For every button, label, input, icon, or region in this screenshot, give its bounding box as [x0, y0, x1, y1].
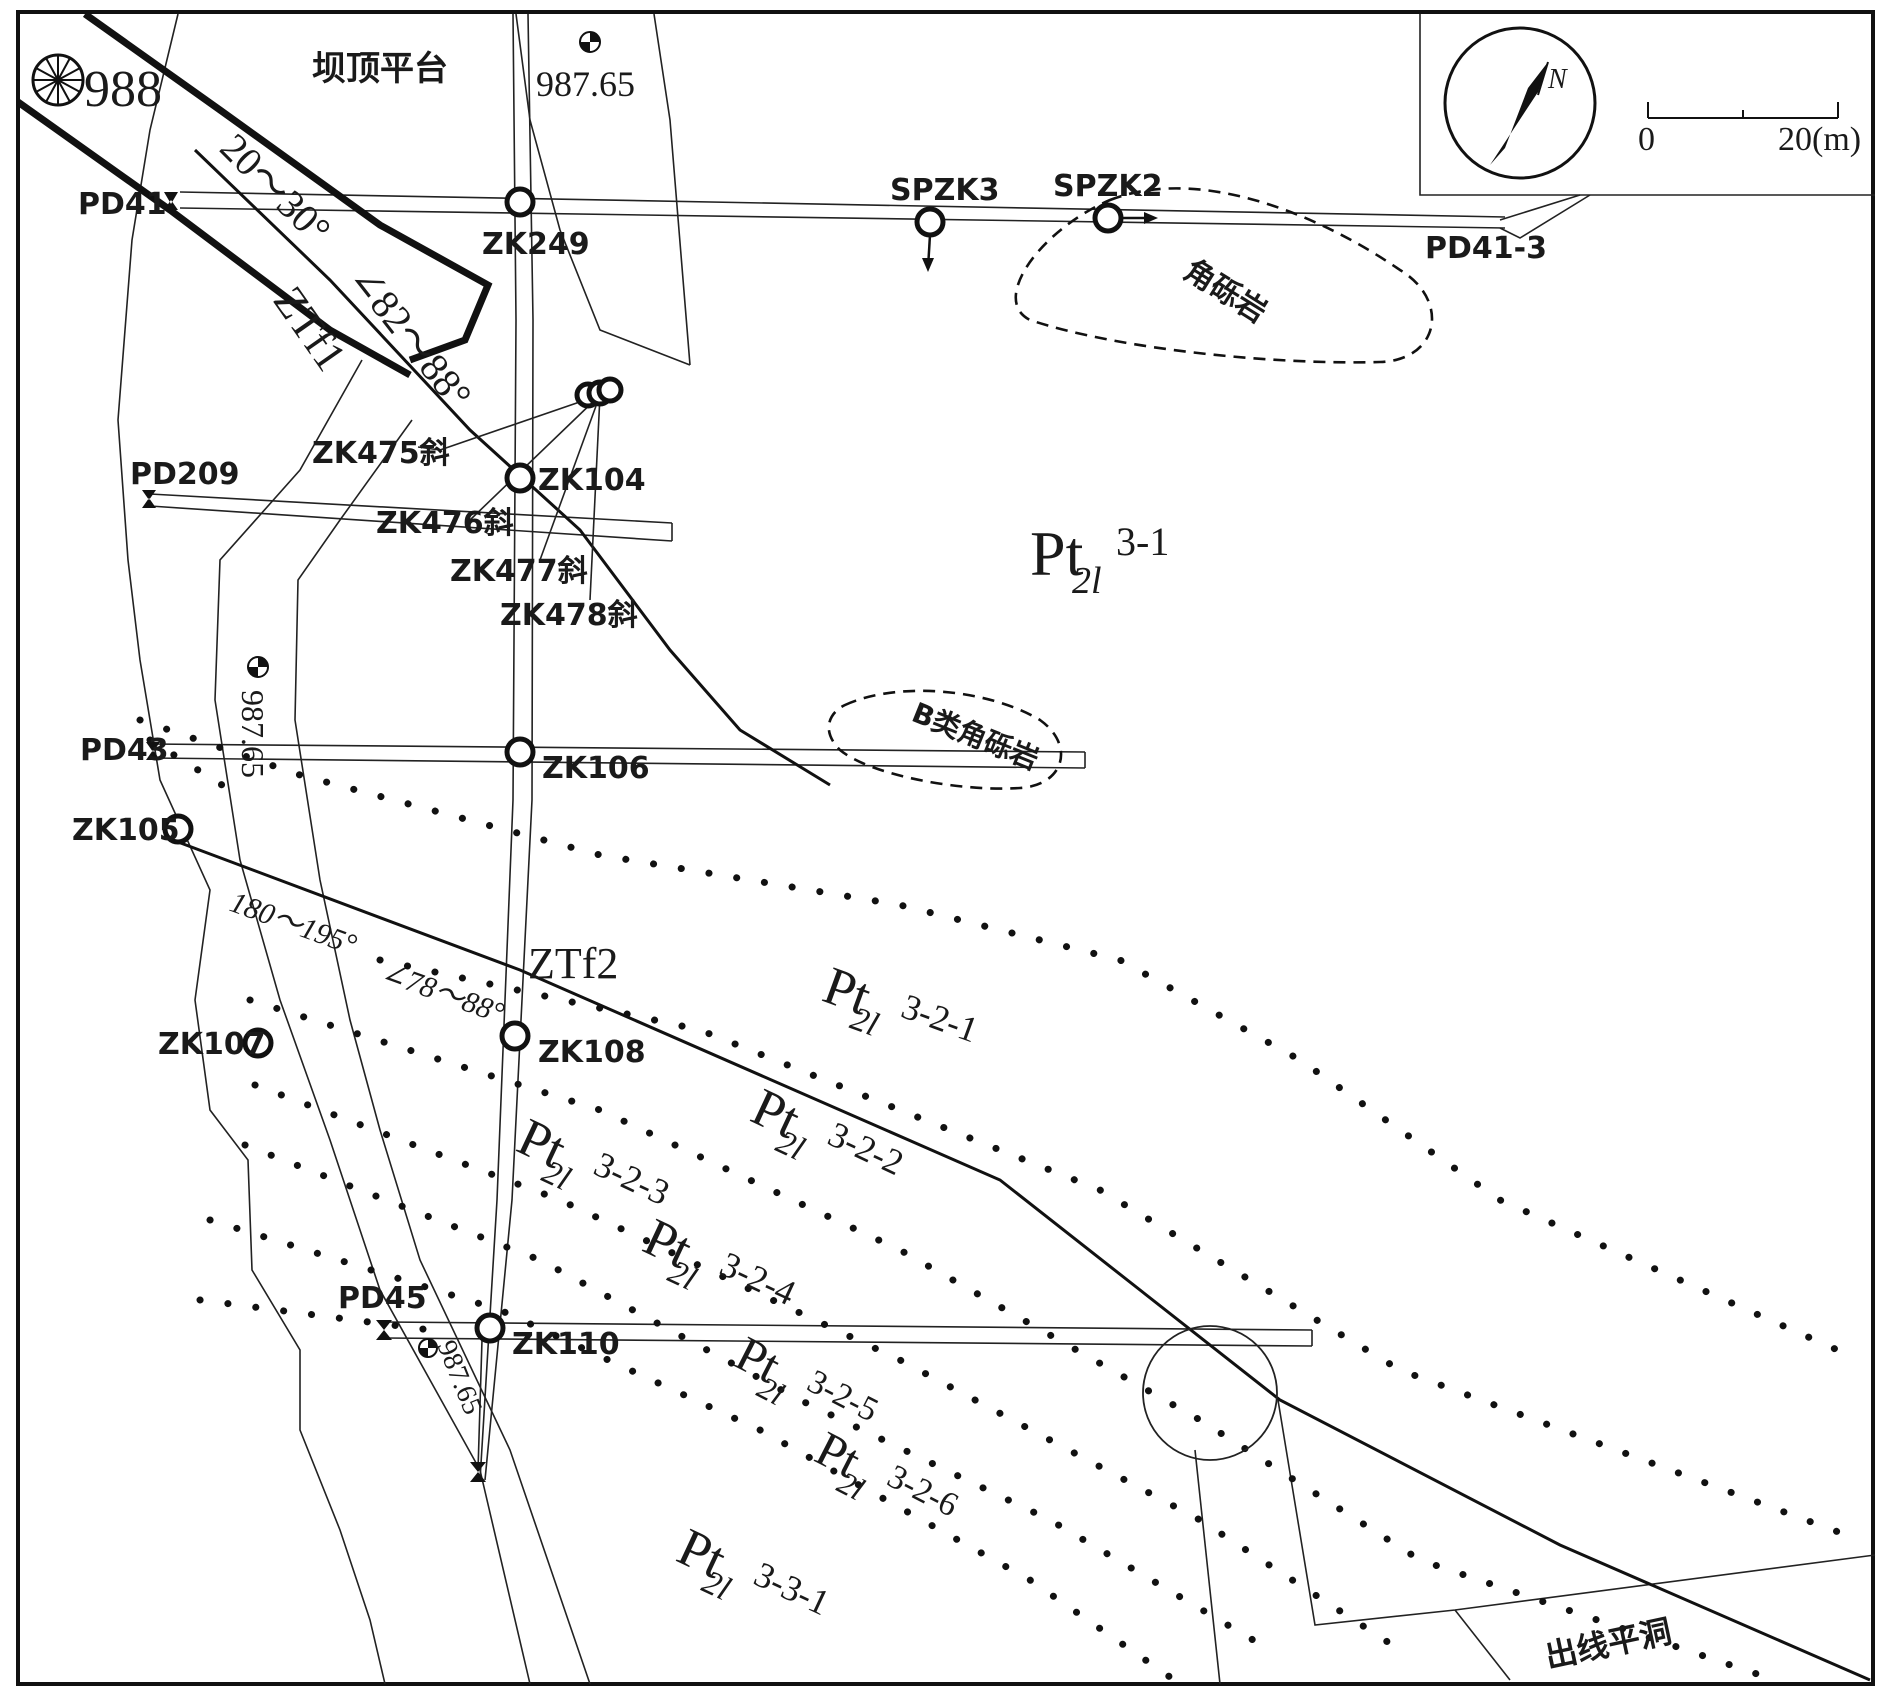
dam-top-platform-label: 坝顶平台	[312, 49, 448, 89]
portal-bottom	[470, 1462, 486, 1482]
borehole-zk478-label: ZK478斜	[500, 598, 638, 633]
contour-988-label: 988	[84, 61, 162, 118]
fault-ztf1-strike: 20～30°	[212, 125, 340, 253]
stratum-label: Pt 2l 3-2-3	[509, 1106, 676, 1213]
contour-988-symbol	[31, 53, 85, 107]
borehole-spzk2-label: SPZK2	[1053, 169, 1162, 204]
borehole-zk107	[242, 1027, 274, 1059]
svg-text:3-1: 3-1	[1116, 519, 1169, 564]
adit-pd43-label: PD43	[80, 733, 169, 768]
borehole-zk110	[474, 1312, 506, 1344]
exit-adit-label: 出线平洞	[1542, 1612, 1675, 1676]
elevation-left-label: 987.65	[235, 690, 271, 778]
adit-pd209-label: PD209	[130, 457, 240, 492]
borehole-zk476-label: ZK476斜	[376, 506, 514, 541]
borehole-zk107-label: ZK107	[158, 1027, 266, 1062]
borehole-zk108-label: ZK108	[538, 1035, 646, 1070]
portal-pd45	[376, 1320, 392, 1340]
north-label: N	[1547, 64, 1568, 95]
stratum-label: Pt 2l 3-3-1	[669, 1516, 836, 1623]
fault-ztf2-dip: ∠78～88°	[378, 956, 509, 1030]
portal-pd43	[146, 742, 160, 760]
borehole-zk249	[504, 186, 536, 218]
stratum-label: Pt 2l 3-2-4	[635, 1206, 802, 1313]
scale-bar	[1647, 102, 1839, 119]
borehole-zk104	[504, 462, 536, 494]
stratum-label: Pt 2l 3-2-1	[816, 955, 984, 1050]
borehole-spzk3-label: SPZK3	[890, 173, 999, 208]
legend-box: N 0 20(m)	[1443, 26, 1861, 180]
fault-ztf2-name: ZTf2	[528, 939, 618, 988]
stratum-boundaries	[136, 716, 1864, 1688]
elevation-bottom-label: 987.65	[431, 1336, 489, 1419]
breccia-outline	[1014, 187, 1434, 364]
borehole-spzk2	[1092, 202, 1124, 234]
adit-portals	[142, 192, 486, 1482]
map-frame	[16, 10, 1875, 1686]
inclined-borehole-traces	[417, 394, 601, 601]
borehole-markers	[162, 186, 1124, 1344]
borehole-zk104-label: ZK104	[538, 463, 646, 498]
borehole-zk477-cluster	[596, 376, 624, 404]
scale-end-label: 20(m)	[1778, 121, 1861, 158]
borehole-zk106	[504, 736, 536, 768]
breccia-label: 角砾岩	[1178, 253, 1273, 330]
adit-pd41-3-label: PD41-3	[1425, 231, 1547, 266]
borehole-spzk3	[914, 206, 946, 238]
terrain-lines	[117, 13, 1876, 1685]
borehole-zk477-label: ZK477斜	[450, 554, 588, 589]
direction-arrows	[922, 212, 1158, 272]
fault-ztf2-line	[177, 840, 1871, 1682]
borehole-zk105-label: ZK105	[72, 813, 180, 848]
svg-text:3-2-1: 3-2-1	[897, 986, 984, 1050]
portal-pd41	[164, 192, 178, 210]
borehole-zk106-label: ZK106	[542, 751, 650, 786]
map-text: 988 坝顶平台 987.65 987.65 987.65 PD41 PD41-…	[72, 49, 1675, 1676]
svg-text:3-2-6: 3-2-6	[882, 1458, 964, 1524]
svg-text:2l: 2l	[1072, 560, 1102, 602]
stratum-labels: Pt 2l 3-1 Pt 2l 3-2-1 Pt 2l 3-2-2 Pt 2l …	[509, 518, 1169, 1623]
borehole-zk105	[162, 813, 194, 845]
adit-lines	[149, 191, 1506, 1471]
svg-text:3-3-1: 3-3-1	[748, 1554, 836, 1623]
stratum-label: Pt 2l 3-1	[1030, 518, 1169, 602]
svg-text:3-2-5: 3-2-5	[802, 1363, 884, 1429]
svg-text:3-2-4: 3-2-4	[714, 1244, 802, 1313]
compass-circle	[1443, 26, 1597, 180]
borehole-zk110-label: ZK110	[512, 1327, 620, 1362]
breccia-b-outline	[827, 689, 1063, 790]
borehole-zk108	[499, 1020, 531, 1052]
svg-text:Pt: Pt	[1030, 518, 1084, 589]
stratum-label: Pt 2l 3-2-2	[743, 1076, 910, 1183]
fault-ztf1-dip: ∠82～88°	[341, 256, 481, 417]
adit-pd41-label: PD41	[78, 187, 167, 222]
adit-pd45-label: PD45	[338, 1281, 427, 1316]
svg-text:3-2-3: 3-2-3	[588, 1144, 676, 1213]
svg-text:3-2-2: 3-2-2	[822, 1114, 910, 1183]
elevation-top-label: 987.65	[536, 64, 635, 104]
dam-outline	[15, 11, 493, 379]
benchmark-markers	[247, 31, 601, 1358]
fault-ztf2-strike: 180～195°	[226, 886, 361, 962]
borehole-zk475-label: ZK475斜	[312, 436, 450, 471]
breccia-b-label: B类角砾岩	[907, 696, 1043, 777]
portal-pd209	[142, 490, 156, 508]
survey-circle	[1142, 1325, 1278, 1461]
borehole-zk249-label: ZK249	[482, 227, 590, 262]
fault-ztf1-line	[193, 148, 831, 787]
scale-zero-label: 0	[1638, 121, 1655, 158]
north-arrow-icon	[1490, 62, 1548, 165]
